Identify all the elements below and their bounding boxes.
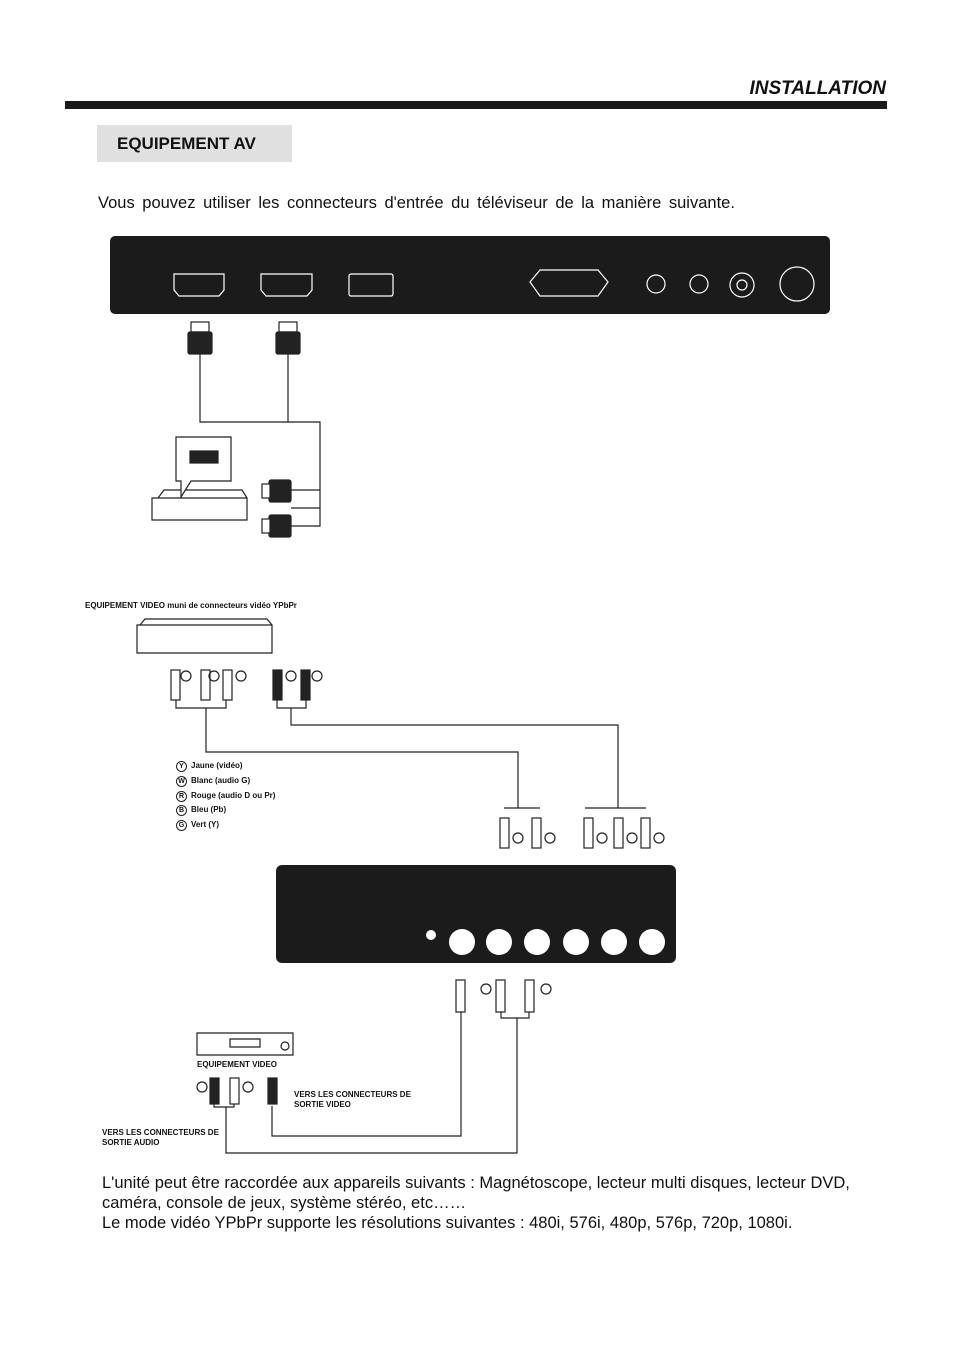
ypbpr-device — [136, 618, 273, 654]
ypbpr-resolutions-text: Le mode vidéo YPbPr supporte les résolut… — [102, 1214, 793, 1232]
hdmi-cables — [187, 321, 301, 538]
legend-item: Y Jaune (vidéo) — [176, 761, 243, 772]
legend-symbol: R — [176, 791, 187, 802]
hdmi-port-1 — [173, 273, 225, 297]
bottom-text: L'unité peut être raccordée aux appareil… — [102, 1173, 902, 1233]
audio-out-label: VERS LES CONNECTEURS DE SORTIE AUDIO — [102, 1128, 219, 1147]
hdmi-source-device — [151, 489, 248, 521]
hdmi-port-2 — [260, 273, 313, 297]
video-out-label: VERS LES CONNECTEURS DE SORTIE VIDEO — [294, 1090, 411, 1109]
vga-port — [529, 269, 609, 297]
legend-label: Jaune (vidéo) — [191, 761, 243, 770]
legend-item: G Vert (Y) — [176, 820, 219, 831]
legend-item: B Bleu (Pb) — [176, 805, 226, 816]
legend-symbol: B — [176, 805, 187, 816]
video-device — [196, 1032, 294, 1056]
legend-item: W Blanc (audio G) — [176, 776, 250, 787]
header-rule — [65, 101, 887, 109]
tv-back-panel — [110, 236, 830, 314]
legend-label: Blanc (audio G) — [191, 776, 251, 785]
legend-symbol: Y — [176, 761, 187, 772]
intro-text: Vous pouvez utiliser les connecteurs d'e… — [98, 194, 735, 212]
tv-ports — [173, 266, 815, 302]
ypbpr-device-label: EQUIPEMENT VIDEO muni de connecteurs vid… — [85, 601, 297, 610]
legend-label: Bleu (Pb) — [191, 805, 227, 814]
usb-port — [348, 273, 394, 297]
legend-symbol: G — [176, 820, 187, 831]
ypbpr-plugs — [170, 669, 323, 701]
legend-symbol: W — [176, 776, 187, 787]
legend-item: R Rouge (audio D ou Pr) — [176, 791, 275, 802]
legend-label: Rouge (audio D ou Pr) — [191, 791, 276, 800]
page-header-title: INSTALLATION — [749, 78, 887, 99]
section-title: EQUIPEMENT AV — [97, 125, 292, 162]
compatible-devices-text: L'unité peut être raccordée aux appareil… — [102, 1174, 850, 1212]
legend-label: Vert (Y) — [191, 820, 220, 829]
video-device-label: EQUIPEMENT VIDEO — [197, 1060, 278, 1069]
